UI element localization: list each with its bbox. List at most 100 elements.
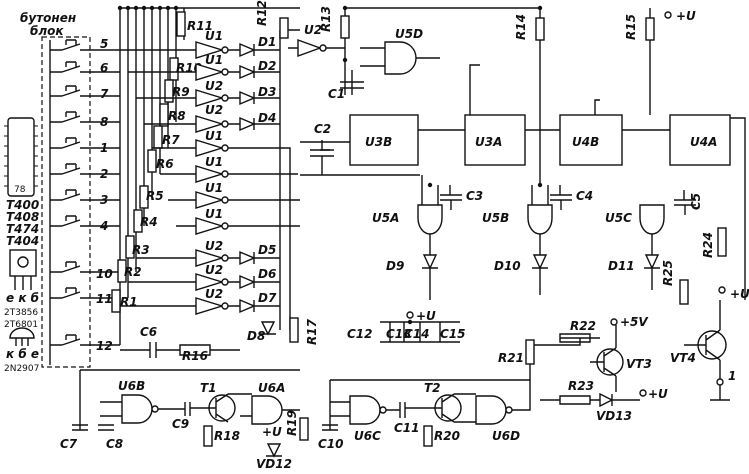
capacitor-c1	[340, 70, 364, 95]
diode-d11	[644, 254, 660, 290]
power-terminal	[718, 286, 726, 294]
resistor-label: R7	[162, 133, 180, 147]
capacitor-c9	[184, 402, 191, 416]
gate-u5c	[639, 204, 665, 255]
capacitor-c10	[322, 424, 338, 431]
diode-label: VD13	[596, 409, 632, 423]
gate-label: U5D	[395, 27, 423, 41]
resistor-label: R13	[319, 6, 333, 32]
button-number: 7	[100, 87, 109, 101]
button-number: 12	[96, 339, 113, 353]
decoupling-caps	[380, 321, 460, 343]
resistor-label: R19	[285, 410, 299, 436]
resistor-label: R23	[568, 379, 594, 393]
inverter-label: U2	[205, 79, 223, 93]
button-block-title-2: блок	[30, 24, 64, 38]
gate-label: U5B	[482, 211, 509, 225]
flipflop-label: U3B	[365, 135, 392, 149]
junction-dots	[117, 5, 543, 325]
resistor-label: R15	[624, 14, 638, 40]
resistor-r17	[289, 317, 299, 343]
chip-label: T400	[6, 198, 39, 212]
capacitor-label: C7	[60, 437, 78, 451]
capacitor-label: C2	[314, 122, 331, 136]
resistor-r24	[717, 227, 727, 257]
diode-d9	[422, 254, 438, 300]
transistor-vt4	[684, 300, 727, 380]
diode-label: D10	[494, 259, 521, 273]
resistor-label: R4	[140, 215, 158, 229]
diode-label: VD12	[256, 457, 292, 471]
output-label: 1	[728, 369, 736, 383]
resistor-label: R2	[124, 265, 142, 279]
button-number: 6	[100, 61, 108, 75]
inverter-top	[288, 39, 345, 57]
resistor-label: R3	[132, 243, 150, 257]
button-block: бутонен блок 5 6 7 8 1 2 3 4 10 11 12	[20, 11, 120, 368]
diode-d8	[260, 321, 276, 336]
diode-label: D2	[258, 59, 276, 73]
pinout-part: 2T6801	[4, 320, 38, 330]
button-number: 8	[100, 115, 108, 129]
capacitor-label: C3	[466, 189, 483, 203]
capacitor-c5	[674, 190, 696, 215]
diode-d10	[532, 254, 548, 295]
gate-u6d	[454, 380, 531, 425]
resistor-r12	[279, 17, 289, 39]
resistor-r20	[423, 425, 433, 447]
diode-label: D1	[258, 35, 276, 49]
gate-u6a	[228, 393, 300, 425]
chip-label: T408	[6, 210, 39, 224]
power-label: +5V	[620, 315, 649, 329]
inverter-label: U1	[205, 155, 223, 169]
inverter-label: U1	[205, 181, 223, 195]
button-block-outline	[41, 36, 91, 368]
gate-label: U5C	[605, 211, 632, 225]
button-number: 5	[100, 37, 108, 51]
inverter-label: U2	[205, 103, 223, 117]
chip-label: T474	[6, 222, 39, 236]
capacitor-label: C12	[347, 327, 373, 341]
resistor-r19	[299, 417, 309, 441]
diode-label: D8	[247, 329, 265, 343]
resistor-label: R18	[214, 429, 240, 443]
flipflop-label: U4A	[690, 135, 717, 149]
svg-text:78: 78	[14, 185, 26, 195]
capacitor-c3	[440, 185, 462, 210]
resistor-label: R11	[187, 19, 213, 33]
transistor-label: VT3	[626, 357, 652, 371]
capacitor-label: C9	[172, 417, 189, 431]
inverter-column	[195, 41, 229, 315]
diode-vd13	[599, 392, 640, 408]
inverter-label: U2	[205, 287, 223, 301]
capacitor-c2	[310, 140, 334, 175]
resistor-r13	[340, 15, 350, 39]
flipflop-label: U4B	[572, 135, 599, 149]
ground-symbol	[710, 385, 730, 401]
diode-label: D11	[608, 259, 635, 273]
pinout-kbe: к б е	[6, 347, 39, 361]
transistor-label: T2	[424, 381, 441, 395]
capacitor-label: C15	[440, 327, 466, 341]
capacitor-c11	[399, 402, 406, 418]
capacitor-label: C1	[328, 87, 345, 101]
button-number: 10	[96, 267, 113, 281]
gate-u6c	[329, 380, 400, 430]
resistor-r14	[535, 17, 545, 41]
gate-label: U5A	[372, 211, 399, 225]
resistor-label: R20	[434, 429, 460, 443]
capacitor-label: C14	[404, 327, 430, 341]
transistor-t2	[405, 393, 462, 423]
flipflop-row	[300, 8, 746, 300]
inverter-label: U1	[205, 53, 223, 67]
gate-u6b	[79, 369, 300, 430]
power-terminal	[639, 389, 647, 397]
transistor-to220-icon	[9, 249, 37, 290]
resistor-label: R9	[172, 85, 190, 99]
button-number: 2	[100, 167, 108, 181]
gate-u5a	[417, 175, 443, 255]
power-label: +U	[648, 387, 668, 401]
r22-wire	[534, 333, 600, 346]
transistor-label: T1	[200, 381, 217, 395]
gate-u5d	[360, 41, 440, 75]
